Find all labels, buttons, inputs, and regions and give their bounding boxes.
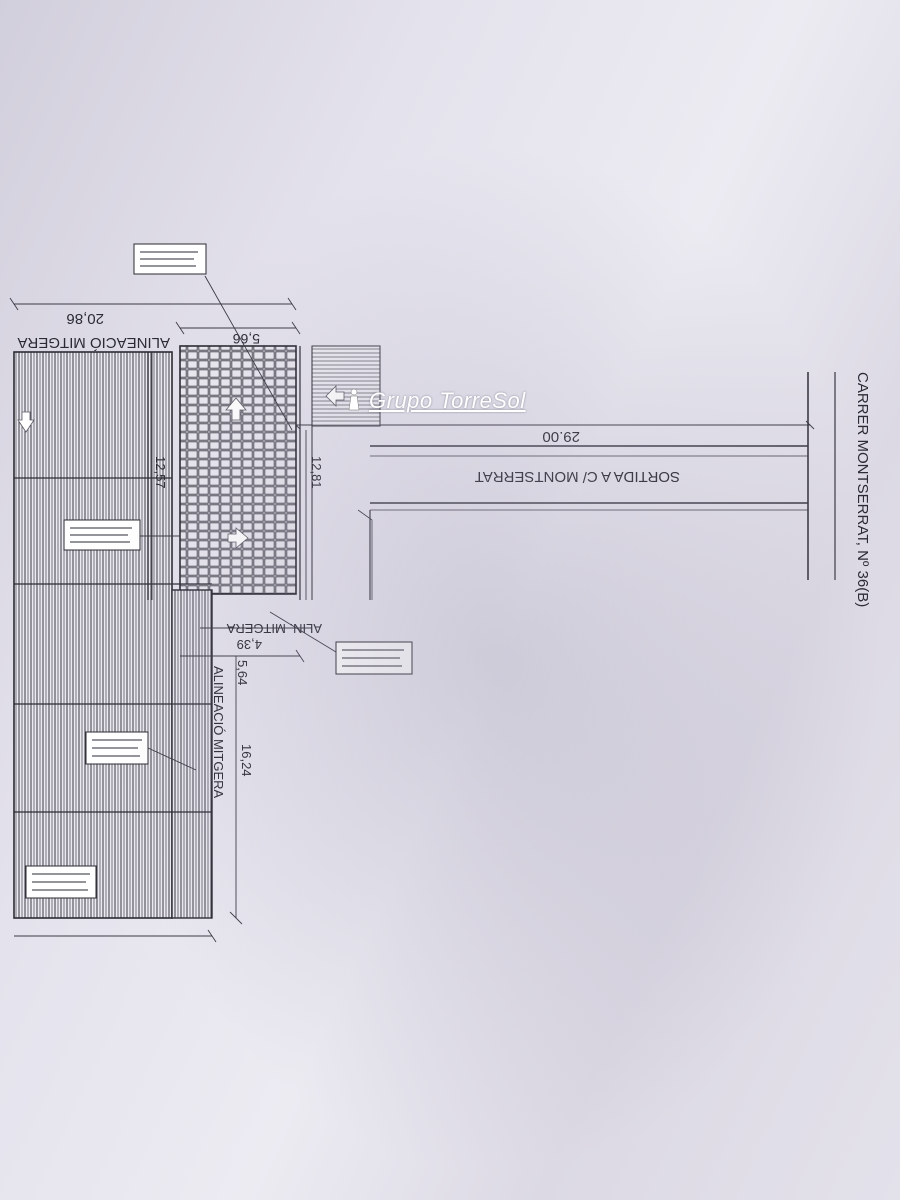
dimension-1281: 12,81 [309, 456, 324, 489]
dimension-439: 4,39 [237, 637, 262, 652]
striped-building-area [13, 351, 173, 919]
watermark-text: Grupo TorreSol [369, 388, 526, 413]
callout-leader [147, 747, 197, 771]
callout-note [335, 641, 413, 675]
callout-note [63, 519, 141, 551]
callout-note [133, 243, 207, 275]
corridor-corner-line-inner [357, 509, 373, 600]
callout-leader [204, 275, 293, 431]
alineacio-mitgera-right: ALINEACIÓ MITGERA [211, 666, 226, 799]
callout-note [25, 865, 97, 899]
dimension-2086: 20,86 [66, 310, 104, 327]
dimension-564: 5,64 [235, 660, 250, 685]
dimension-1257: 12,57 [153, 456, 168, 489]
tower-logo-icon [348, 388, 360, 411]
dimension-1624: 16,24 [239, 744, 254, 777]
arrow-up-icon [225, 397, 247, 421]
arrow-right-icon [227, 527, 249, 549]
paved-courtyard [179, 345, 297, 595]
alineacio-mitgera-top: ALINEACIÓ MITGERA [17, 334, 170, 351]
plan-title: CARRER MONTSERRAT, Nº 36(B) [854, 372, 871, 607]
dimension-566: 5,66 [233, 331, 260, 347]
hatched-strip [311, 345, 381, 427]
striped-building-extension [171, 589, 213, 919]
sortida-label: SORTIDA A C/ MONTSERRAT [475, 468, 680, 485]
callout-leader [269, 611, 337, 653]
arrow-left-icon [325, 385, 345, 407]
callout-note [85, 731, 149, 765]
arrow-down-icon [17, 411, 35, 433]
watermark-logo: Grupo TorreSol [345, 388, 526, 414]
dimension-2900: 29.00 [542, 428, 580, 445]
alin-mitgera-label: ALIN. MITGERA [226, 621, 322, 636]
